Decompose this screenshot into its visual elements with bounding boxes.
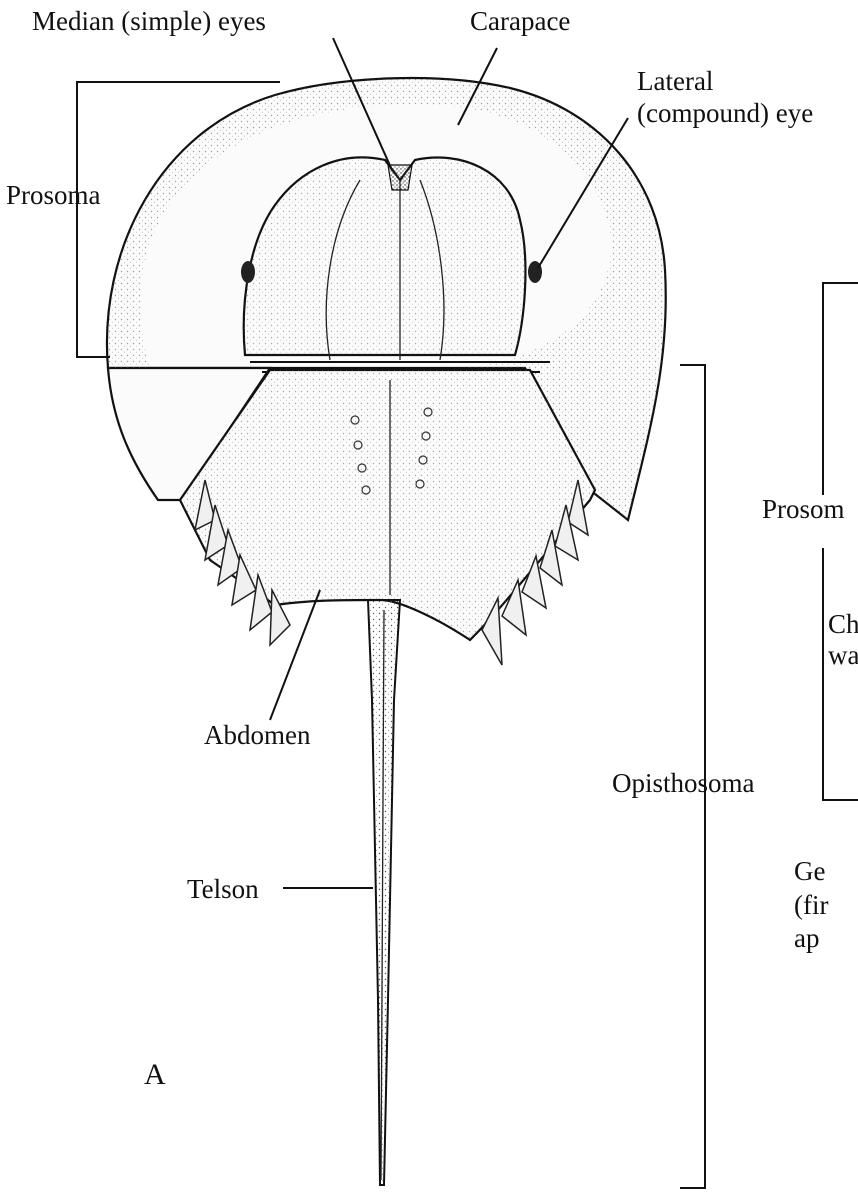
label-median-eyes: Median (simple) eyes: [32, 6, 266, 36]
fragment-ch-line1: Ch: [828, 609, 858, 639]
label-lateral-eye-line2: (compound) eye: [637, 98, 813, 128]
panel-letter: A: [144, 1058, 166, 1091]
label-carapace: Carapace: [470, 6, 570, 36]
fragment-ge-line1: Ge: [794, 856, 825, 886]
label-telson: Telson: [187, 874, 259, 904]
fragment-ch-line2: wa: [828, 640, 858, 670]
label-abdomen: Abdomen: [204, 720, 311, 750]
label-prosoma: Prosoma: [6, 180, 101, 210]
right-panel-fragment: [823, 283, 858, 800]
fragment-prosoma: Prosom: [762, 494, 845, 524]
crab-body: [107, 78, 666, 1185]
fragment-ge-line3: ap: [794, 923, 819, 953]
label-lateral-eye-line1: Lateral: [637, 66, 713, 96]
lateral-eye-left: [241, 261, 255, 283]
label-opisthosoma: Opisthosoma: [612, 768, 755, 798]
right-panel-box: [823, 283, 858, 800]
fragment-ge-line2: (fir: [794, 890, 828, 920]
